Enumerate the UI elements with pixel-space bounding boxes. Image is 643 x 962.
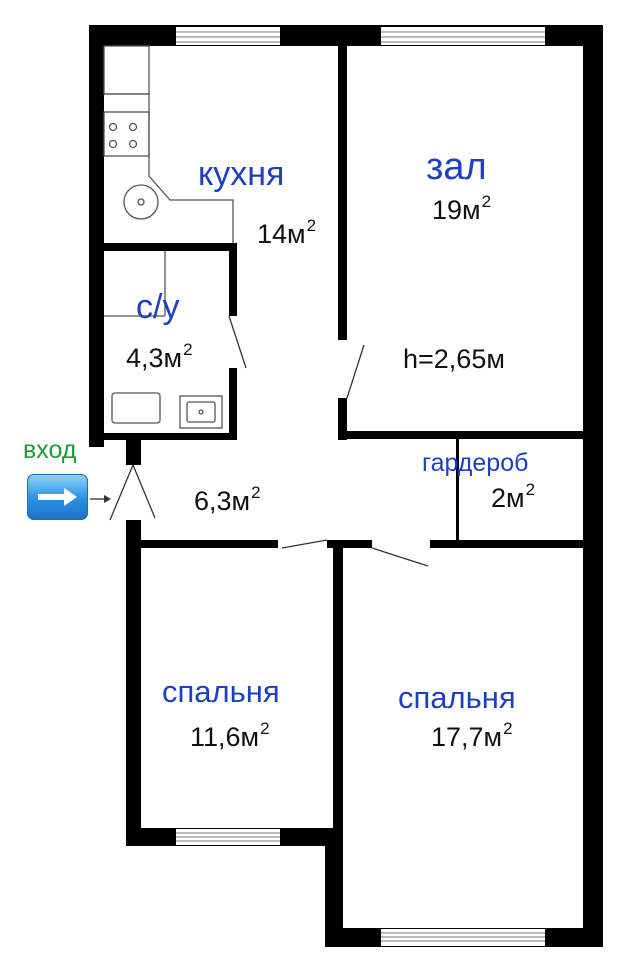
hall-name: зал [426,146,487,188]
kitchen-name: кухня [198,155,285,193]
hall-area: 19м2 [432,192,492,225]
windows [176,27,545,946]
bedroom-right-area: 17,7м2 [431,719,513,752]
toilet-icon [111,392,161,424]
corridor-area: 6,3м2 [194,483,261,516]
window-kitchen [176,27,280,45]
interior-walls [89,25,588,835]
window-hall [381,27,545,45]
kitchen-fixtures [103,45,234,243]
bathroom-area: 4,3м2 [126,340,193,373]
wardrobe-area: 2м2 [491,480,536,513]
bedroom-right-name: спальня [398,680,516,715]
window-bedroom-left [176,829,280,845]
washbasin-icon [179,395,223,429]
bathroom-name: с/у [136,288,180,326]
wardrobe-name: гардероб [422,449,529,477]
sink-icon [123,184,159,220]
door-swings [109,315,429,567]
hall-ceiling-height: h=2,65м [403,344,505,374]
bedroom-left-area: 11,6м2 [190,719,270,752]
kitchen-cabinet [103,45,150,95]
bathroom-fixtures [104,251,223,429]
right-arrow-icon [38,488,77,506]
stove [103,111,150,157]
kitchen-counter [104,93,234,243]
entrance-label: вход [23,436,77,464]
entrance-arrow [90,495,111,503]
kitchen-area: 14м2 [257,216,317,249]
window-bedroom-right [381,929,545,946]
entrance-button[interactable] [27,474,88,520]
bedroom-left-name: спальня [162,674,280,709]
